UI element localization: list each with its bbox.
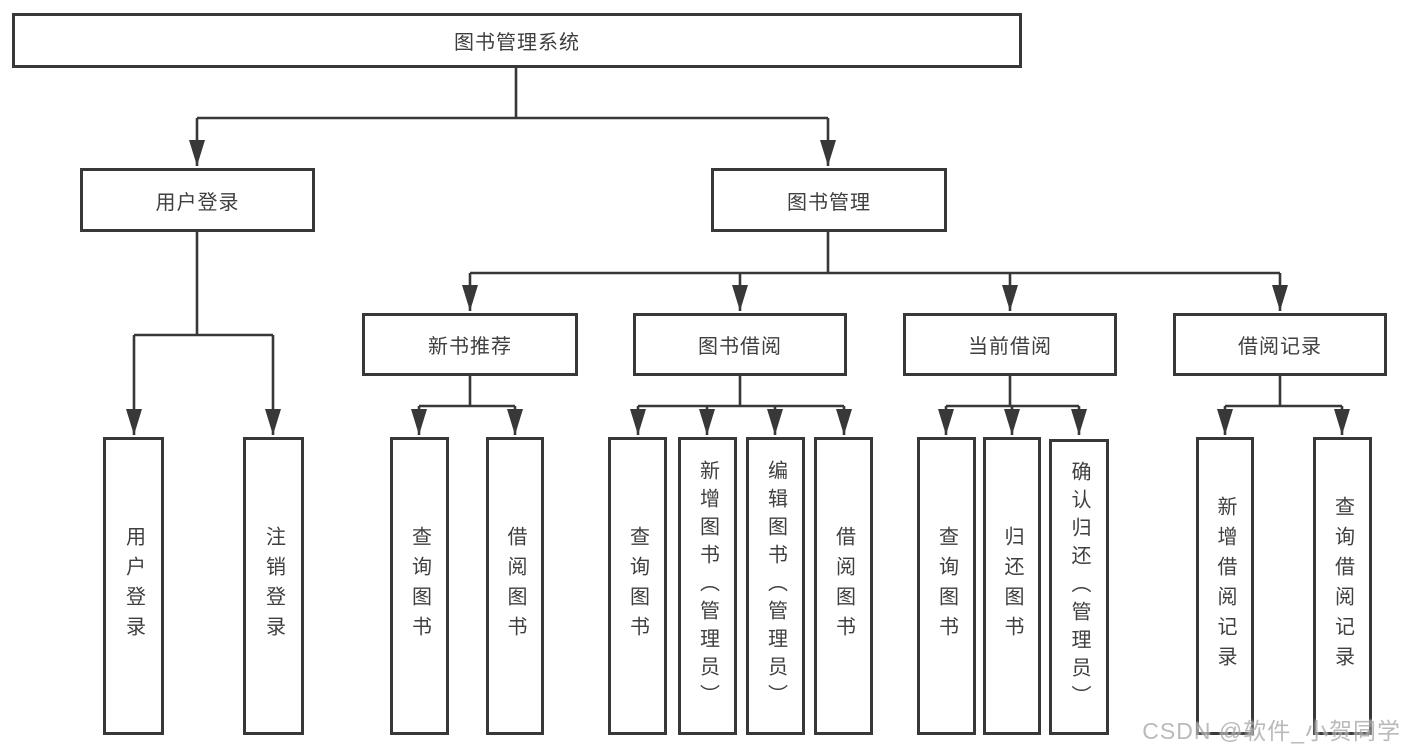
leaf-borrowing-borrow-books: 借阅图书 <box>814 437 873 735</box>
node-new-book-recommend: 新书推荐 <box>362 313 578 376</box>
leaf-records-query-borrow-record: 查询借阅记录 <box>1313 437 1372 735</box>
leaf-logout-login: 注销登录 <box>243 437 304 735</box>
leaf-current-query-books: 查询图书 <box>917 437 976 735</box>
leaf-user-login: 用户登录 <box>103 437 164 735</box>
node-book-management: 图书管理 <box>711 168 947 232</box>
csdn-watermark: CSDN @软件_小贺同学 <box>1142 718 1401 744</box>
leaf-newbook-query-books: 查询图书 <box>390 437 449 735</box>
leaf-newbook-borrow-books: 借阅图书 <box>486 437 544 735</box>
node-library-management-system: 图书管理系统 <box>12 13 1022 68</box>
node-user-login: 用户登录 <box>80 168 315 232</box>
node-book-borrowing: 图书借阅 <box>633 313 847 376</box>
leaf-borrowing-query-books: 查询图书 <box>608 437 667 735</box>
leaf-borrowing-add-books-admin: 新增图书（管理员） <box>678 437 737 735</box>
leaf-current-confirm-return-admin: 确认归还（管理员） <box>1049 439 1109 735</box>
node-current-borrowing: 当前借阅 <box>903 313 1117 376</box>
leaf-records-add-borrow-record: 新增借阅记录 <box>1196 437 1254 735</box>
node-borrowing-records: 借阅记录 <box>1173 313 1387 376</box>
leaf-current-return-books: 归还图书 <box>983 437 1041 735</box>
leaf-borrowing-edit-books-admin: 编辑图书（管理员） <box>746 437 805 735</box>
